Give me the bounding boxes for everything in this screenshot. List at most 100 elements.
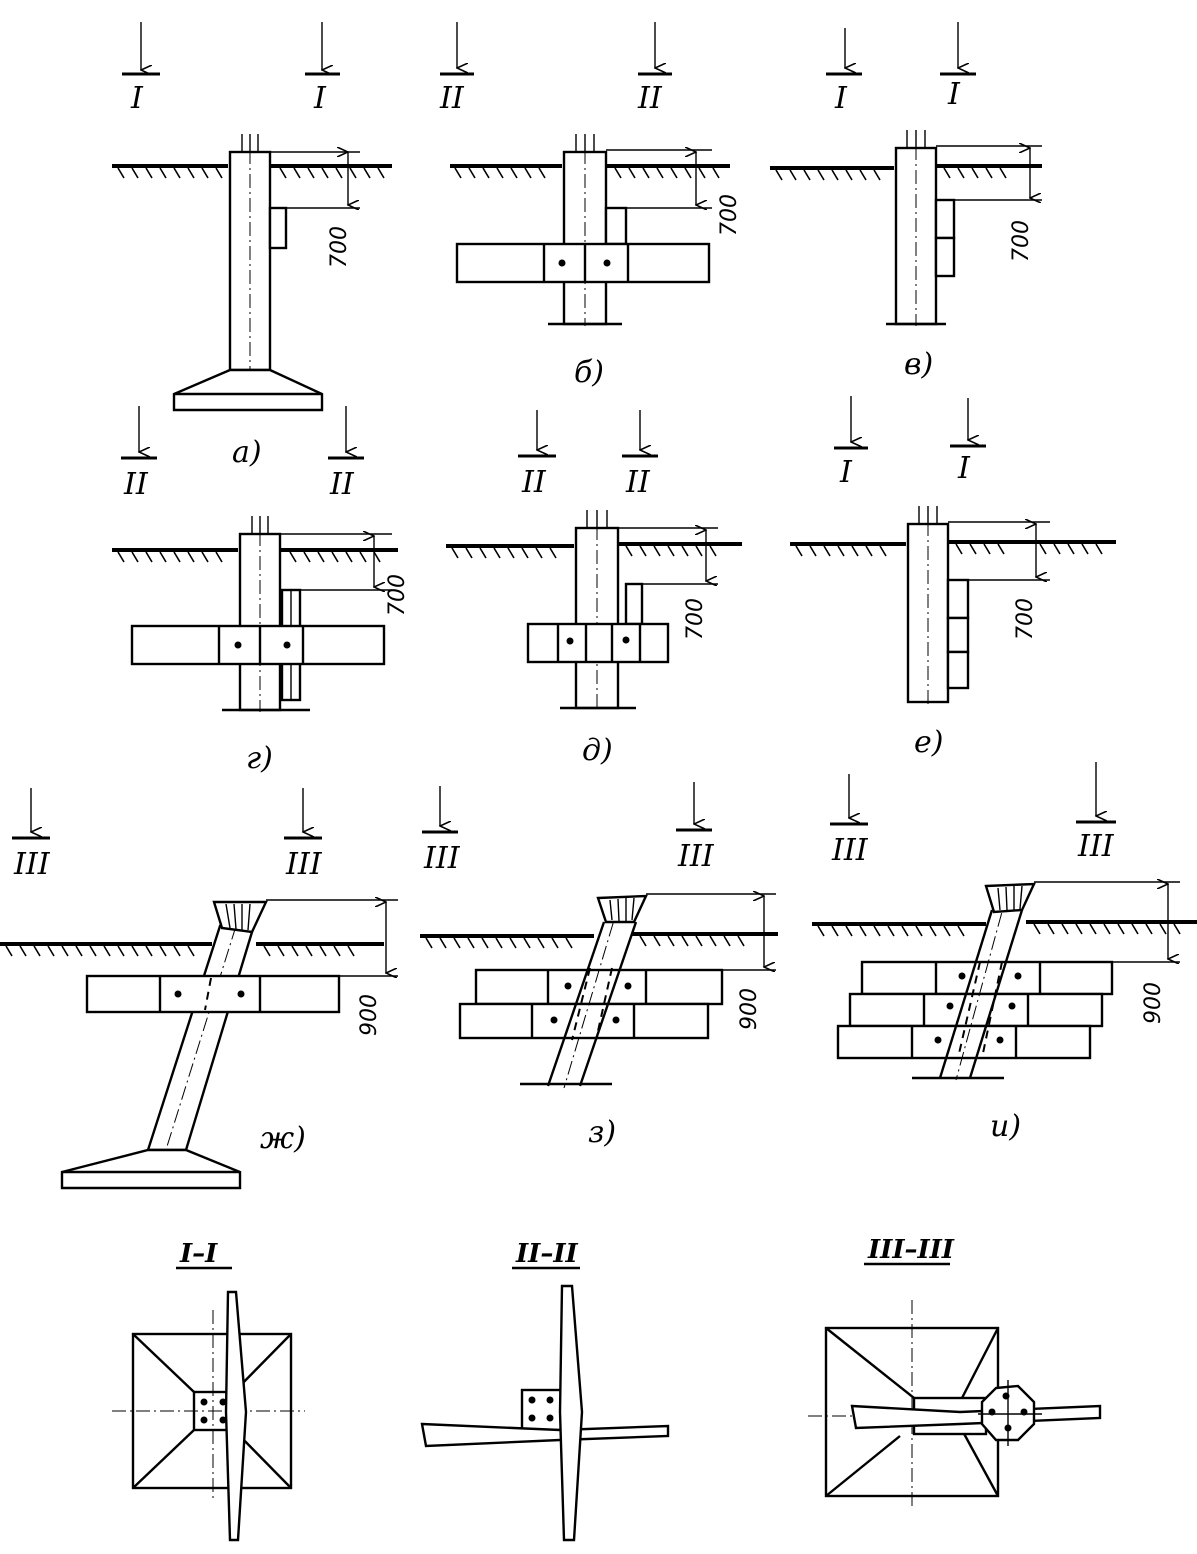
anchor-plate [934, 236, 956, 278]
section-1-1: I–I [112, 1239, 305, 1542]
bolt [622, 636, 630, 644]
cut-mark-a-right: I [305, 22, 340, 116]
cut-label: I [313, 81, 327, 116]
column-head [212, 900, 268, 934]
figure-label-v: в) [904, 347, 933, 382]
dimension-label: 700 [385, 574, 410, 616]
column-head [596, 894, 648, 924]
figure-label-a: а) [232, 435, 262, 470]
anchor-plate [268, 206, 288, 250]
crossbar [455, 242, 711, 284]
section-2-2: II–II [420, 1239, 670, 1542]
cut-label: III [423, 841, 461, 876]
bolt [234, 641, 242, 649]
bolt [958, 972, 966, 980]
bolt [624, 982, 632, 990]
dimension-label: 700 [327, 226, 352, 268]
cut-label: II [521, 465, 547, 500]
anchor-plate [624, 582, 644, 626]
bolt [546, 1396, 554, 1404]
cut-label: I [957, 451, 971, 486]
bolt [200, 1398, 208, 1406]
figure-v: I I 700 в) [770, 22, 1042, 382]
figure-label-d: д) [582, 733, 613, 768]
cut-label: III [677, 839, 715, 874]
cut-mark-z-left: III [422, 786, 461, 876]
bolt [934, 1036, 942, 1044]
cut-label: II [123, 467, 149, 502]
cut-label: II [329, 467, 355, 502]
cut-mark-d-right: II [622, 410, 658, 500]
anchor-plate [946, 616, 970, 654]
cut-mark-d-left: II [518, 410, 556, 500]
bolt [237, 990, 245, 998]
dimension-label: 700 [1013, 598, 1038, 640]
figure-label-z: з) [588, 1115, 616, 1150]
anchor-plate [946, 650, 970, 690]
figure-z: III III 900 [420, 782, 778, 1150]
crossbar-plan [850, 1404, 1102, 1430]
soil-hatch [795, 543, 1103, 557]
figure-i: III III [812, 762, 1197, 1144]
crossbar [130, 624, 386, 666]
crossbar [85, 974, 341, 1014]
cut-mark-v-right: I [940, 22, 976, 112]
dimension-label: 900 [357, 994, 382, 1036]
section-title: III–III [867, 1235, 955, 1265]
bolt [550, 1016, 558, 1024]
dimension-label: 700 [1009, 220, 1034, 262]
footing [172, 368, 324, 412]
cut-label: III [285, 847, 323, 882]
bolt [174, 990, 182, 998]
dimension-label: 900 [1141, 982, 1166, 1024]
cut-label: III [13, 847, 51, 882]
figure-a: I I 700 а) [112, 22, 392, 470]
bolt [1014, 972, 1022, 980]
bolt [996, 1036, 1004, 1044]
cut-mark-b-right: II [637, 22, 672, 116]
column-head [984, 882, 1036, 914]
cut-label: I [130, 81, 144, 116]
footing [60, 1148, 242, 1190]
bolt [219, 1416, 227, 1424]
bolt [564, 982, 572, 990]
cut-mark-zh-right: III [284, 788, 323, 882]
cut-mark-e-left: I [834, 396, 868, 490]
cut-label: III [831, 833, 869, 868]
section-3-3: III–III [808, 1235, 1102, 1510]
crossbar [474, 968, 724, 1006]
crossbar [848, 992, 1104, 1028]
bolt [566, 637, 574, 645]
cut-label: II [625, 465, 651, 500]
figure-zh: III III 900 ж) [0, 788, 398, 1190]
bolt [528, 1414, 536, 1422]
bolt [283, 641, 291, 649]
crossbar-plan [224, 1290, 248, 1542]
figure-e: I I 700 е) [790, 396, 1116, 760]
bolt [200, 1416, 208, 1424]
anchor-plate [604, 206, 628, 246]
dimension-label: 700 [683, 598, 708, 640]
cut-mark-i-right: III [1076, 762, 1116, 864]
crossbar-plan [558, 1284, 584, 1542]
soil-hatch [425, 935, 745, 949]
figure-label-g: г) [246, 741, 273, 776]
cut-label: I [834, 81, 848, 116]
figure-b: II II 700 б) [439, 22, 742, 390]
soil-hatch [5, 945, 355, 957]
cut-label: III [1077, 829, 1115, 864]
bolt [1008, 1002, 1016, 1010]
cut-mark-z-right: III [676, 782, 715, 874]
crossbar [526, 622, 670, 664]
cut-mark-i-left: III [830, 774, 869, 868]
figure-label-zh: ж) [260, 1121, 306, 1156]
cut-label: II [439, 81, 465, 116]
figure-d: II II 700 д) [446, 410, 742, 768]
soil-hatch [817, 923, 1181, 937]
dimension-label: 700 [717, 194, 742, 236]
cut-mark-g-left: II [121, 406, 157, 502]
anchor-plate [946, 578, 970, 620]
bolt [219, 1398, 227, 1406]
bolt [528, 1396, 536, 1404]
